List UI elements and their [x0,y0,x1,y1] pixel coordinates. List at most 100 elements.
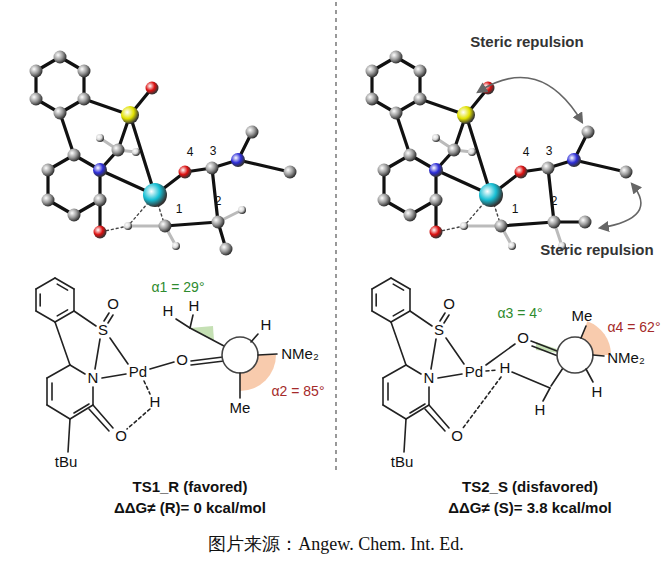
stick-bond [130,115,155,195]
bond-line [239,373,241,398]
atom-label: Me [572,308,593,325]
atom-ball [430,194,443,207]
bond-line [190,328,224,346]
bond-line [258,354,277,355]
atom-ball [404,149,417,162]
bond-line [444,315,449,323]
atom-ball [366,93,379,106]
atom-ball [429,163,443,177]
atom-ball [54,51,67,64]
bond-line [89,409,109,431]
newman-circle [557,337,593,373]
atom-ball [94,226,107,239]
bond-line [46,378,48,405]
atom-label: S [98,322,108,339]
atom-ball [94,194,107,207]
atom-ball [432,134,440,142]
bond-line [375,294,377,306]
bond-line [190,315,193,328]
atom-ball [366,65,379,78]
bond-line [410,404,425,413]
bond-line [431,339,436,369]
atom-ball [231,153,245,167]
bond-line [581,326,586,338]
atom-label: tBu [391,454,414,471]
bond-line [47,405,70,419]
atom-ball [78,65,91,78]
atom-label: NMe₂ [281,346,319,363]
atom-ball [68,149,81,162]
atom-label: Pd [129,364,147,381]
bond-line [531,341,557,351]
callout-label: Steric repulsion [540,242,653,259]
bond-line [391,311,410,322]
dashed-contact [144,381,150,394]
atom-ball [508,242,516,250]
bond-line [95,339,100,369]
bond-line [543,388,550,401]
bond-line [35,289,37,311]
bond-line [393,284,403,290]
atom-ball [448,144,461,157]
atom-label: Pd [465,364,483,381]
stick-bond [165,222,218,226]
bond-line [55,322,70,365]
bond-line [55,311,74,322]
atom-ball [246,126,259,139]
atom-ball [112,144,125,157]
atom-ball [143,183,167,207]
bond-line [51,383,53,400]
atom-label: H [150,394,161,411]
dashed-contact [463,377,501,428]
atom-number: 1 [512,203,519,216]
bond-line [371,289,373,311]
stick-bond [396,113,410,155]
stick-bond [238,160,290,172]
newman-circle [222,337,258,373]
atom-ball [30,65,43,78]
bond-line [393,310,403,316]
bond-line [55,278,74,289]
atom-ball [579,216,592,229]
atom-label: NMe₂ [607,350,645,367]
bond-line [57,310,67,316]
atom-ball [172,242,180,250]
atom-ball [124,222,132,230]
atom-label: O [517,330,529,347]
bond-line [68,419,70,452]
bond-line [36,278,55,289]
atom-ball [78,93,91,106]
bond-line [39,294,41,306]
bond-line [372,278,391,289]
atom-ball [238,206,246,214]
bond-line [191,361,224,365]
dashed-contact [486,370,497,371]
atom-ball [42,164,55,177]
bond-line [391,278,410,289]
angle-label: α2 = 85° [271,384,324,399]
stick-bond [574,160,626,172]
bond-line [387,383,389,400]
atom-label: H [189,298,200,315]
bond-line [73,289,75,311]
bond-line [92,387,94,405]
atom-ball [479,183,503,207]
stick-bond [60,113,74,155]
atom-ball [96,134,104,142]
bond-line [428,387,430,405]
angle-label: α1 = 29° [151,280,204,295]
dashed-contact [127,409,150,429]
callout-label: Steric repulsion [470,34,583,51]
bond-line [410,311,432,326]
bond-line [70,405,93,419]
atom-ball [548,216,561,229]
bond-line [110,338,128,364]
atom-label: H [261,317,272,334]
repulsion-arrow [478,77,582,122]
bond-line [47,365,70,378]
atom-label: O [107,296,119,313]
bond-line [57,284,67,290]
ts-name: TS2_S (disfavored) [462,479,598,496]
atom-ball [93,163,107,177]
